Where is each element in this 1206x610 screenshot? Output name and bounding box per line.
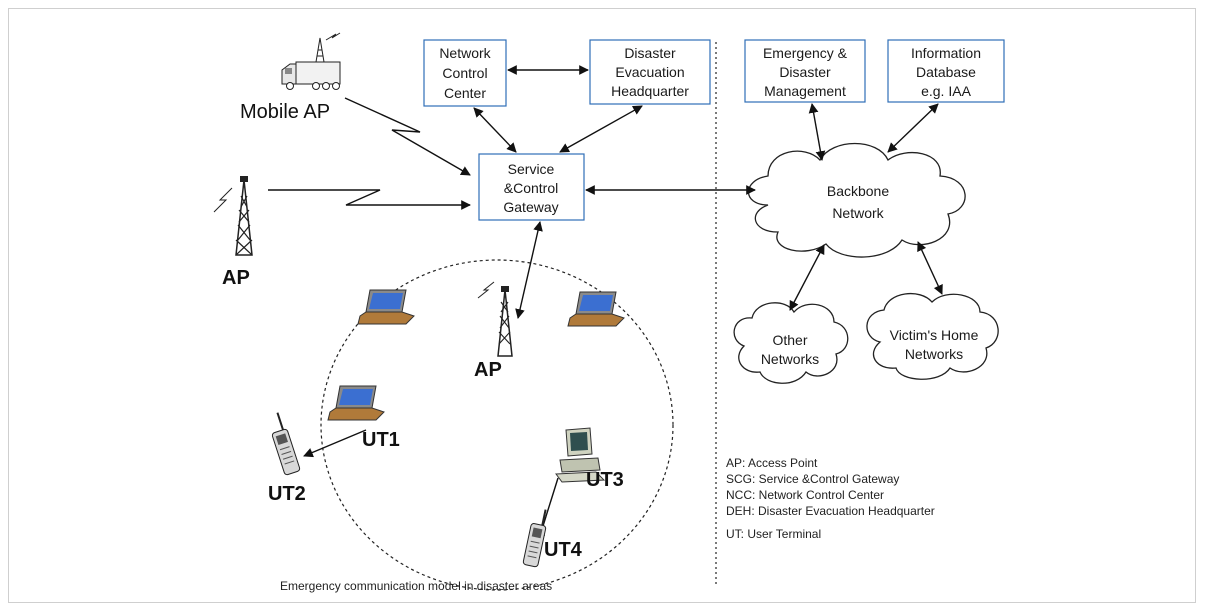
figure-caption: Emergency communication model in disaste… bbox=[280, 579, 552, 593]
other-line-1: Other bbox=[772, 332, 807, 348]
deh-line-3: Headquarter bbox=[611, 83, 689, 99]
other-networks-cloud: Other Networks bbox=[733, 302, 849, 384]
backbone-line-2: Network bbox=[832, 205, 884, 221]
ut1-ut2-link bbox=[303, 429, 367, 458]
mobile-ap-wireless-link bbox=[344, 97, 471, 176]
legend: AP: Access Point SCG: Service &Control G… bbox=[726, 456, 935, 541]
mobile-ap-label: Mobile AP bbox=[240, 101, 330, 123]
backbone-line-1: Backbone bbox=[827, 183, 889, 199]
ap-tower-center-icon bbox=[477, 281, 513, 357]
ut4-label: UT4 bbox=[544, 539, 583, 561]
legend-item: NCC: Network Control Center bbox=[726, 488, 884, 502]
disaster-area-ellipse bbox=[320, 259, 674, 591]
deh-scg-link bbox=[559, 105, 643, 153]
ncc-scg-link bbox=[473, 107, 517, 153]
legend-item: AP: Access Point bbox=[726, 456, 818, 470]
scg-line-1: Service bbox=[508, 161, 555, 177]
mobile-ap-truck-icon bbox=[281, 32, 341, 90]
edm-backbone-link bbox=[808, 103, 826, 161]
edm-line-1: Emergency & bbox=[763, 45, 848, 61]
ap-wireless-link bbox=[268, 189, 471, 210]
desktop-computer-ut3-icon bbox=[555, 427, 606, 483]
ncc-line-1: Network bbox=[439, 45, 491, 61]
victim-line-1: Victim's Home bbox=[890, 327, 979, 343]
backbone-victim-link bbox=[917, 241, 943, 295]
emergency-disaster-management-box: Emergency & Disaster Management bbox=[744, 39, 866, 103]
legend-item: SCG: Service &Control Gateway bbox=[726, 472, 899, 486]
deh-line-1: Disaster bbox=[624, 45, 676, 61]
ut1-label: UT1 bbox=[362, 429, 400, 451]
deh-line-2: Evacuation bbox=[615, 64, 684, 80]
handset-ut2-icon bbox=[271, 412, 301, 476]
ap-left-label: AP bbox=[222, 267, 250, 289]
ap-tower-left-icon bbox=[213, 176, 253, 256]
ncc-line-3: Center bbox=[444, 85, 486, 101]
idb-backbone-link bbox=[887, 103, 939, 153]
victim-line-2: Networks bbox=[905, 346, 963, 362]
legend-item: DEH: Disaster Evacuation Headquarter bbox=[726, 504, 935, 518]
figure-frame bbox=[8, 8, 1196, 603]
legend-item: UT: User Terminal bbox=[726, 527, 821, 541]
service-control-gateway-box: Service &Control Gateway bbox=[478, 153, 585, 221]
ap-center-label: AP bbox=[474, 359, 502, 381]
disaster-evacuation-headquarter-box: Disaster Evacuation Headquarter bbox=[589, 39, 711, 105]
ncc-line-2: Control bbox=[442, 65, 487, 81]
backbone-other-link bbox=[789, 244, 825, 311]
idb-line-3: e.g. IAA bbox=[921, 83, 971, 99]
backbone-network-cloud: Backbone Network bbox=[748, 142, 966, 258]
laptop-icon bbox=[567, 291, 625, 327]
edm-line-3: Management bbox=[764, 83, 846, 99]
other-line-2: Networks bbox=[761, 351, 819, 367]
laptop-icon bbox=[357, 289, 415, 325]
scg-ap-link bbox=[515, 221, 543, 319]
information-database-box: Information Database e.g. IAA bbox=[887, 39, 1005, 103]
idb-line-1: Information bbox=[911, 45, 981, 61]
laptop-ut1-icon bbox=[327, 385, 385, 421]
idb-line-2: Database bbox=[916, 64, 976, 80]
handset-ut4-icon bbox=[522, 509, 547, 568]
ut2-label: UT2 bbox=[268, 483, 306, 505]
victims-home-networks-cloud: Victim's Home Networks bbox=[866, 292, 999, 380]
edm-line-2: Disaster bbox=[779, 64, 831, 80]
ut3-label: UT3 bbox=[586, 469, 624, 491]
scg-line-2: &Control bbox=[504, 180, 558, 196]
scg-line-3: Gateway bbox=[503, 199, 558, 215]
network-control-center-box: Network Control Center bbox=[423, 39, 507, 107]
